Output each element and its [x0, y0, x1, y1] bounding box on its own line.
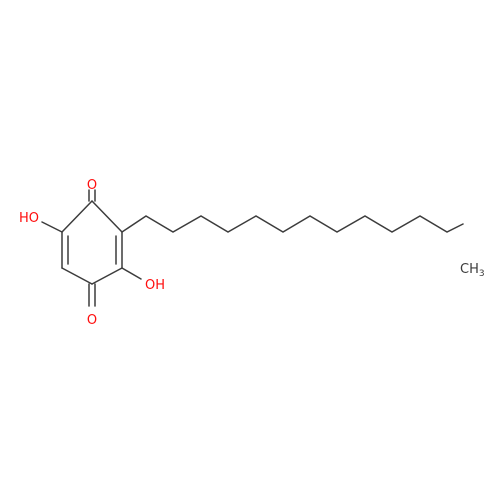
alkyl-chain-bonds	[121, 215, 464, 233]
bond-c3-c4	[91, 267, 123, 285]
atom-label-ch3-main: CH	[460, 262, 479, 277]
atom-label-ch3-subscript: 3	[479, 269, 485, 279]
bond-c3-oh	[121, 267, 142, 280]
atom-label-ho-left: HO	[19, 211, 39, 226]
atom-label-o-top: O	[87, 178, 97, 193]
atom-label-o-bottom: O	[87, 313, 97, 328]
bond-c1-c6	[61, 200, 93, 233]
bond-c1-c2	[91, 200, 123, 233]
bond-c6-oh	[41, 221, 63, 233]
atom-label-ch3: CH3	[460, 262, 485, 279]
ring-bonds	[61, 200, 123, 285]
substituent-bonds	[41, 189, 142, 307]
atom-label-oh-right: OH	[145, 278, 165, 293]
bond-c4-c5	[61, 267, 93, 285]
